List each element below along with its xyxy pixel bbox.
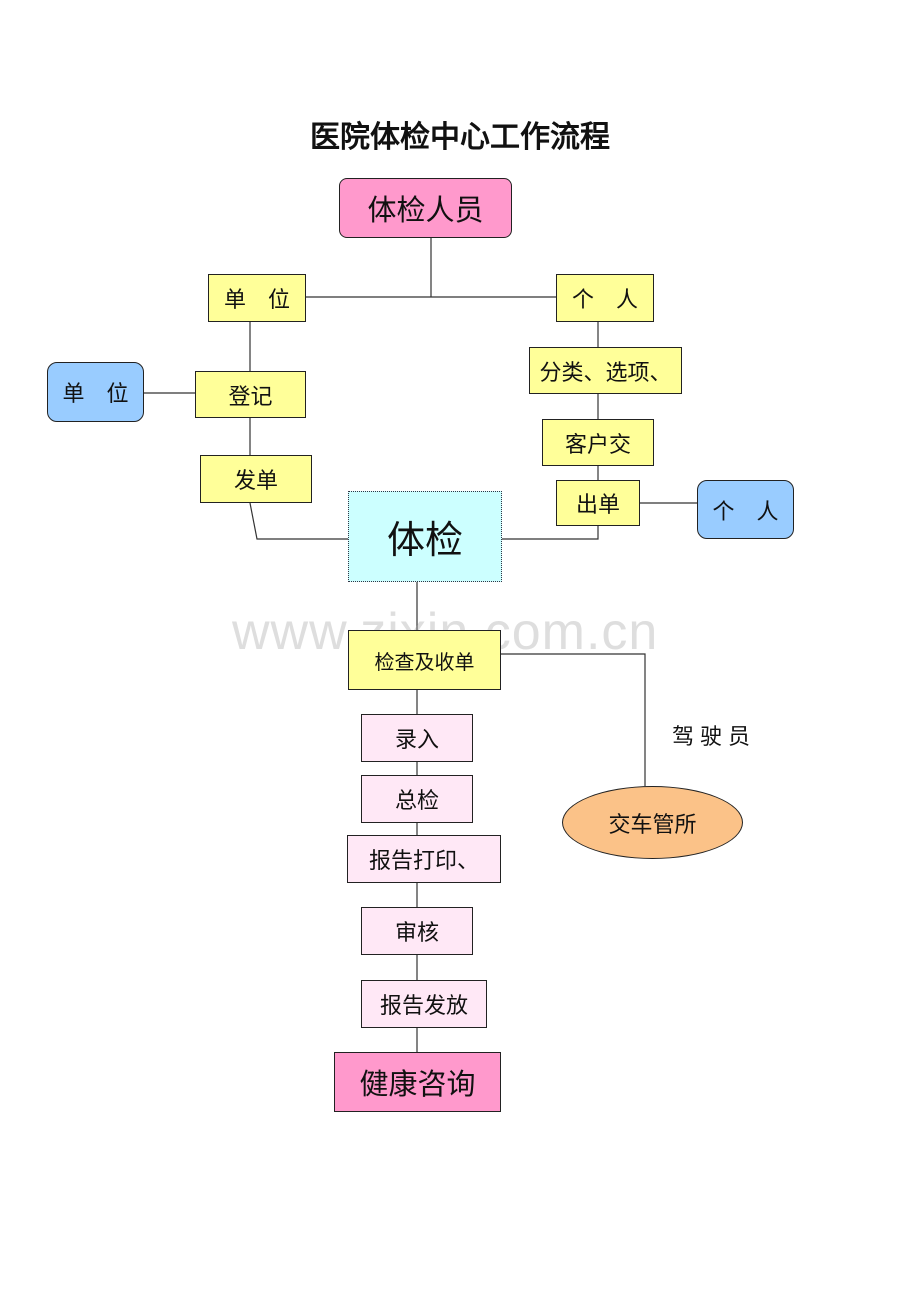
data-entry-node: 录入 (361, 714, 473, 762)
health-consult-label: 健康咨询 (359, 1067, 476, 1101)
unit-side-node: 单 位 (47, 362, 144, 422)
traffic-office-node: 交车管所 (562, 786, 743, 859)
individual-label: 个 人 (571, 288, 638, 313)
audit-label: 审核 (394, 921, 439, 946)
report-distribute-node: 报告发放 (361, 980, 487, 1028)
exam-collect-node: 检查及收单 (348, 630, 501, 690)
exam-collect-label: 检查及收单 (374, 649, 475, 674)
connector-issue-to-checkup (249, 502, 348, 540)
report-print-label: 报告打印、 (368, 849, 479, 874)
issue-form-right-node: 出单 (556, 480, 640, 526)
audit-node: 审核 (361, 907, 473, 955)
individual-side-node: 个 人 (697, 480, 794, 539)
data-entry-label: 录入 (394, 728, 439, 753)
issue-form-label: 发单 (233, 469, 278, 494)
driver-label: 驾驶员 (672, 725, 757, 750)
connector-exam-to-traffic (501, 653, 646, 786)
individual-node: 个 人 (556, 274, 654, 322)
unit-side-label: 单 位 (62, 382, 129, 407)
customer-submit-label: 客户交 (564, 432, 631, 458)
issue-form-right-label: 出单 (575, 493, 620, 518)
unit-node: 单 位 (208, 274, 306, 322)
classify-label: 分类、选项、 (539, 360, 672, 386)
individual-side-label: 个 人 (712, 499, 779, 525)
checkup-node: 体检 (348, 491, 502, 582)
connector-issue-right-to-checkup (502, 526, 599, 540)
traffic-office-label: 交车管所 (608, 812, 697, 838)
connector-examinees-split (306, 238, 556, 298)
examinees-label: 体检人员 (367, 193, 484, 227)
report-distribute-label: 报告发放 (379, 994, 468, 1019)
issue-form-node: 发单 (200, 455, 312, 503)
classify-node: 分类、选项、 (529, 347, 682, 394)
examinees-node: 体检人员 (339, 178, 512, 238)
report-print-node: 报告打印、 (347, 835, 501, 883)
checkup-label: 体检 (386, 518, 463, 562)
register-label: 登记 (228, 384, 273, 410)
unit-label: 单 位 (223, 288, 290, 313)
register-node: 登记 (195, 371, 306, 418)
health-consult-node: 健康咨询 (334, 1052, 501, 1112)
customer-submit-node: 客户交 (542, 419, 654, 466)
general-review-label: 总检 (394, 789, 439, 814)
general-review-node: 总检 (361, 775, 473, 823)
page-title: 医院体检中心工作流程 (310, 120, 610, 155)
